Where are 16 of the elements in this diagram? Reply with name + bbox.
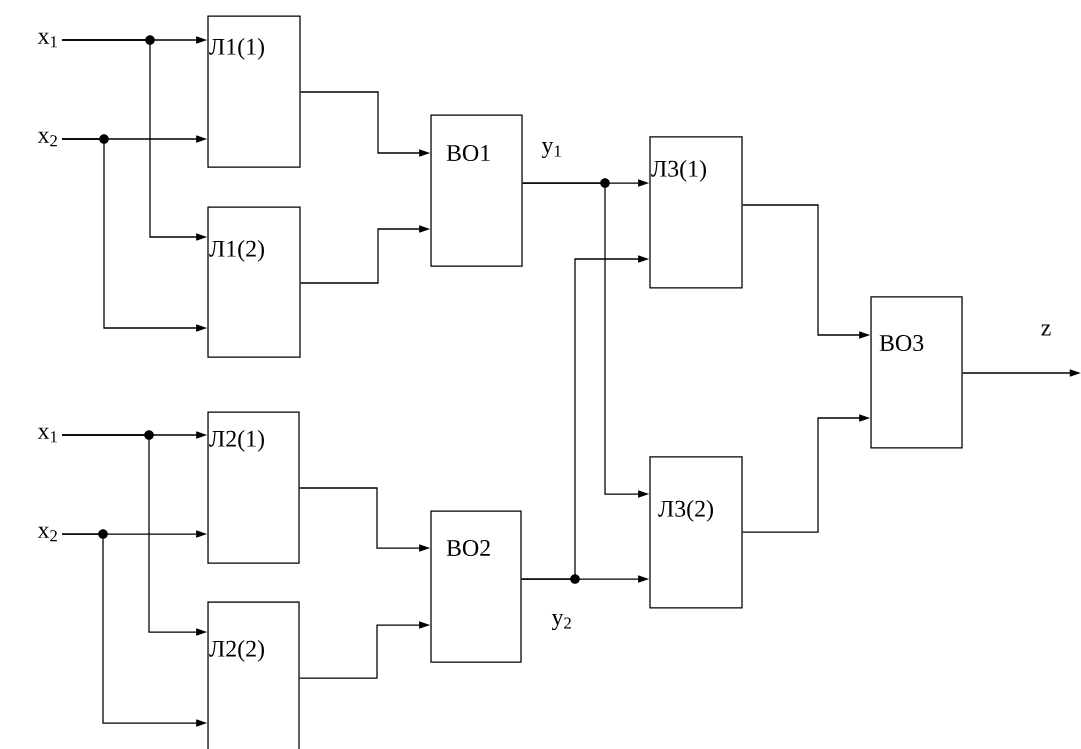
logic-block: Л2(2) bbox=[207, 601, 300, 749]
output-label: y$_{1}$ bbox=[541, 141, 561, 159]
logic-block: ВО3 bbox=[870, 296, 963, 449]
logic-block: Л1(2) bbox=[207, 206, 301, 358]
input-label: x$_{1}$ bbox=[37, 427, 57, 443]
input-label: x$_{2}$ bbox=[37, 526, 57, 542]
logic-block: Л2(1) bbox=[207, 411, 300, 564]
logic-block: ВО1 bbox=[430, 114, 523, 267]
logic-block: ВО2 bbox=[430, 510, 522, 663]
logic-block: Л3(1) bbox=[649, 136, 743, 289]
input-label: x$_{2}$ bbox=[37, 131, 57, 147]
signal-label: z bbox=[1041, 324, 1051, 336]
logic-block: Л1(1) bbox=[207, 15, 301, 168]
logic-block: Л3(2) bbox=[649, 456, 743, 609]
output-label: y$_{2}$ bbox=[551, 613, 571, 631]
input-label: x$_{1}$ bbox=[37, 32, 57, 48]
